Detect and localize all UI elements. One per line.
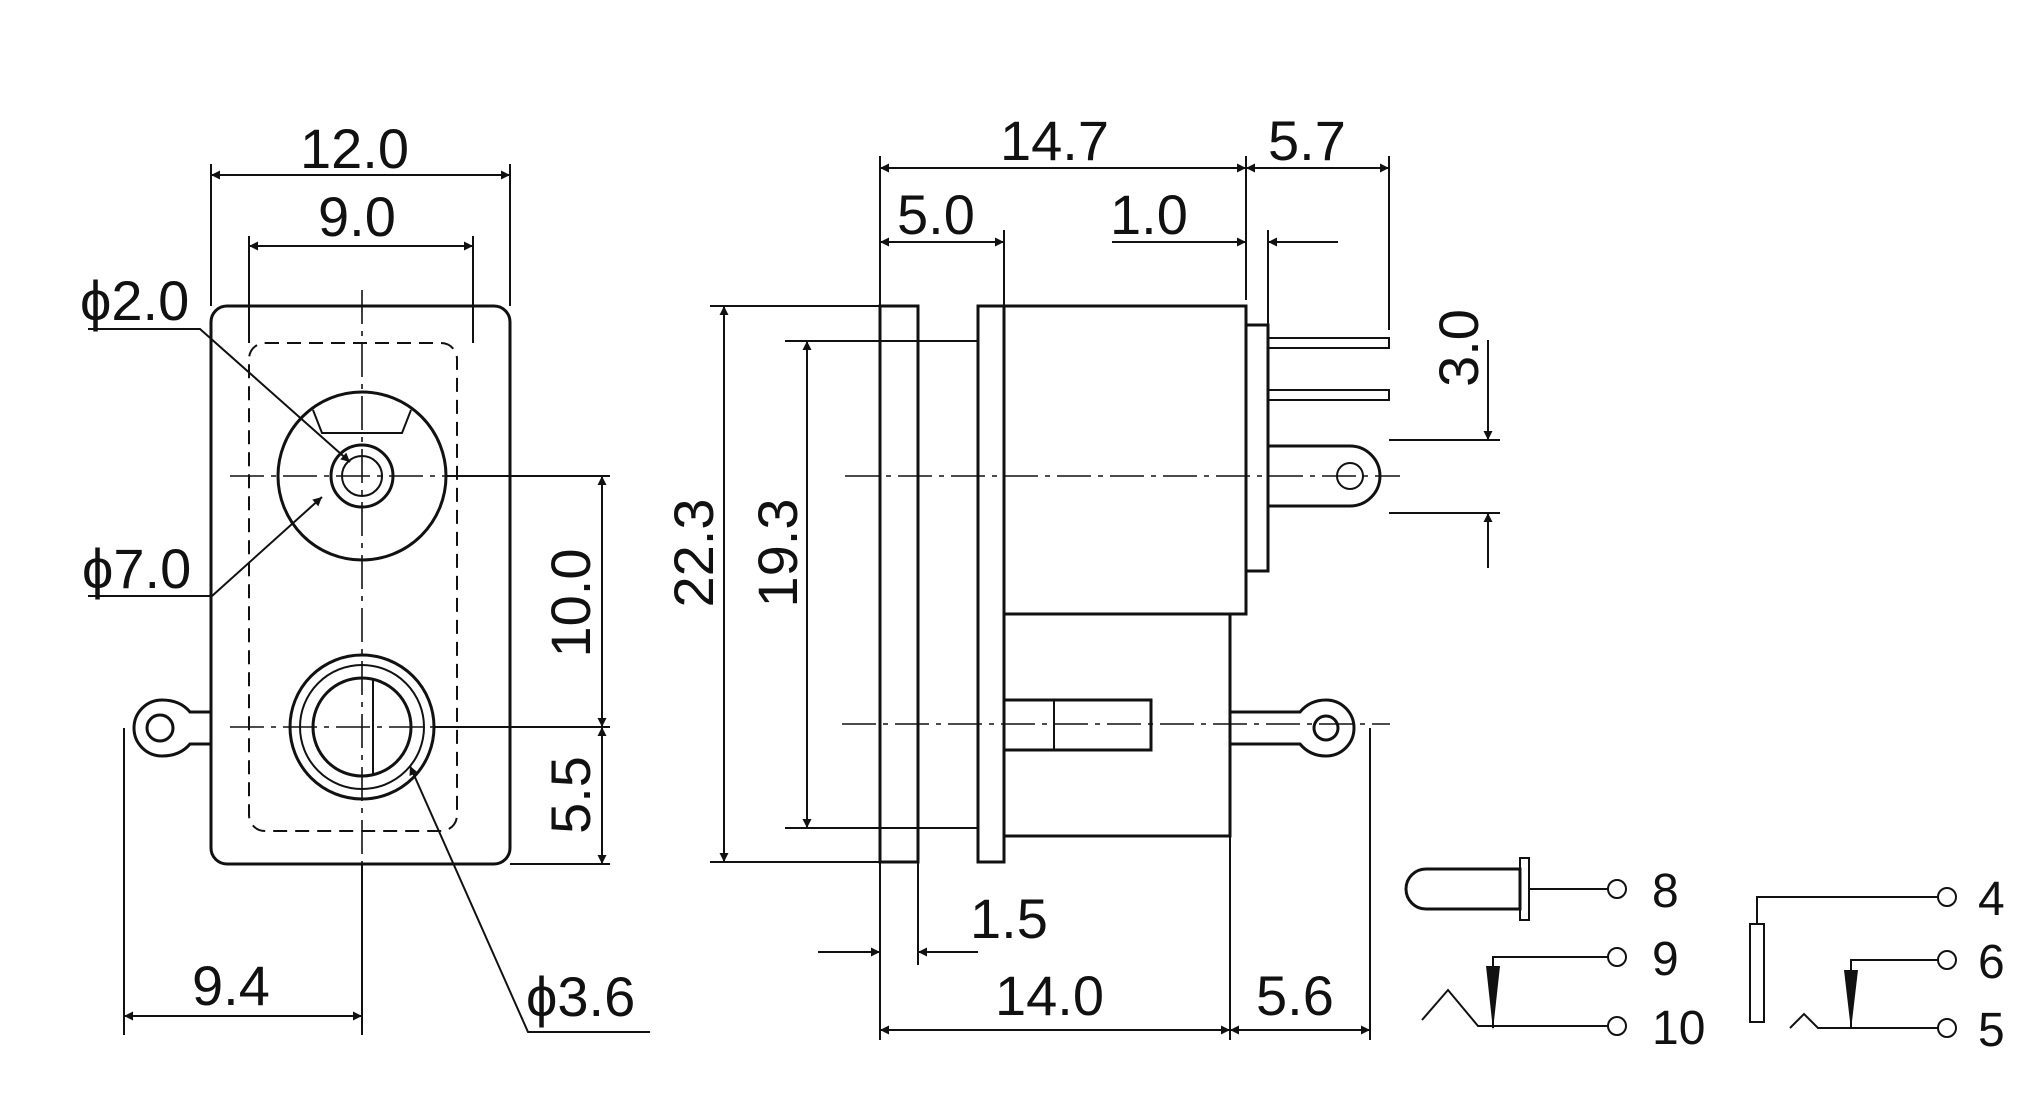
side-pin-tab xyxy=(1268,444,1382,508)
terminal-5 xyxy=(1937,1018,1957,1038)
side-pin-top xyxy=(1267,337,1390,349)
pin-label-10: 10 xyxy=(1652,1002,1705,1055)
side-lower-post xyxy=(1002,698,1153,752)
label-pin-offset: 1.0 xyxy=(1110,183,1188,246)
pin-label-4: 4 xyxy=(1978,873,2005,926)
schematic-right: 4 6 5 xyxy=(1749,873,2005,1057)
side-flange xyxy=(976,304,1006,864)
label-pin-pitch: 3.0 xyxy=(1427,309,1490,387)
label-hole-spacing: 10.0 xyxy=(539,549,602,658)
label-pin-length: 5.7 xyxy=(1268,109,1346,172)
label-width-overall: 12.0 xyxy=(300,117,409,180)
leader-lower-hole xyxy=(409,765,650,1033)
label-height-inner: 19.3 xyxy=(746,499,809,608)
leader-jack xyxy=(88,496,323,597)
schematic-left: 8 9 10 xyxy=(1404,857,1705,1055)
pin-label-6: 6 xyxy=(1978,936,2005,989)
terminal-8 xyxy=(1607,879,1627,899)
side-panel-plate xyxy=(878,304,920,864)
wire-6 xyxy=(1850,959,1938,1028)
label-body-length: 14.7 xyxy=(1000,109,1109,172)
contact-arrow-9 xyxy=(1486,966,1500,1030)
switch-contact-bar xyxy=(1749,923,1765,1023)
label-jack-diameter: ϕ7.0 xyxy=(82,537,191,600)
front-hidden-outline xyxy=(248,342,458,832)
upper-jack-key xyxy=(312,409,412,434)
plug-symbol xyxy=(1404,867,1522,911)
pin-label-5: 5 xyxy=(1978,1004,2005,1057)
terminal-10 xyxy=(1607,1016,1627,1036)
label-flange-depth: 5.0 xyxy=(897,183,975,246)
front-view: 12.0 9.0 ϕ2.0 ϕ7.0 ϕ3.6 9.4 10.0 5.5 xyxy=(80,117,650,1035)
label-width-inner: 9.0 xyxy=(318,185,396,248)
side-body xyxy=(1002,304,1248,616)
label-tab-length: 5.6 xyxy=(1256,964,1334,1027)
leader-pin-hole xyxy=(88,328,351,463)
wire-4 xyxy=(1756,896,1938,924)
front-body-outline xyxy=(209,304,512,866)
front-tab-hole xyxy=(145,713,175,743)
label-panel-thickness: 1.5 xyxy=(970,887,1048,950)
terminal-9 xyxy=(1607,947,1627,967)
wire-9 xyxy=(1492,956,1608,1028)
label-height-overall: 22.3 xyxy=(662,499,725,608)
side-base xyxy=(1002,612,1232,838)
label-pin-hole-diameter: ϕ2.0 xyxy=(80,269,189,332)
side-pin-middle xyxy=(1267,389,1390,401)
terminal-6 xyxy=(1937,950,1957,970)
label-tab-offset: 9.4 xyxy=(192,954,270,1017)
side-ground-tab xyxy=(1230,698,1356,758)
label-lower-offset: 5.5 xyxy=(539,756,602,834)
contact-arrow-6 xyxy=(1844,970,1858,1030)
pin-label-8: 8 xyxy=(1652,865,1679,918)
wire-5 xyxy=(1789,1012,1938,1029)
label-base-length: 14.0 xyxy=(995,964,1104,1027)
side-ground-tab-hole xyxy=(1312,714,1340,742)
terminal-4 xyxy=(1937,887,1957,907)
pin-label-9: 9 xyxy=(1652,933,1679,986)
side-view: 14.7 5.7 5.0 1.0 3.0 22.3 19.3 1.5 14.0 … xyxy=(662,109,1500,1040)
wire-10 xyxy=(1421,988,1608,1027)
label-lower-hole-diameter: ϕ3.6 xyxy=(526,965,635,1028)
front-mounting-tab xyxy=(132,698,211,758)
side-rear-plate xyxy=(1244,323,1270,573)
